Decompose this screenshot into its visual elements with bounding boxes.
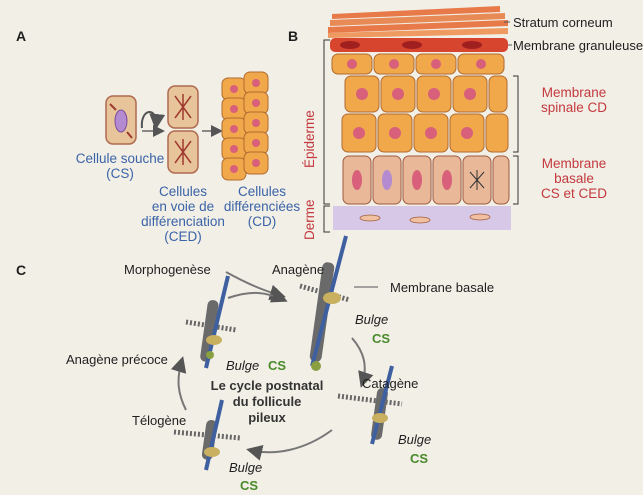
granular-label: Membrane granuleuse (513, 38, 643, 53)
stem-cell-line2: (CS) (106, 166, 134, 181)
anagen-label: Anagène (272, 262, 325, 277)
early-anagen-label: Anagène précoce (66, 352, 168, 367)
panel-a-label: A (16, 28, 27, 44)
arrow-anagen-catagen (351, 337, 374, 388)
basal-bracket (513, 155, 519, 205)
cs-label-early-anagen: CS (268, 358, 287, 373)
basal-line3: CS et CED (540, 186, 608, 201)
follicle-anagen (299, 235, 351, 371)
basal-line1: Membrane (541, 156, 607, 171)
differentiated-cells (221, 71, 269, 181)
spinous-line1: Membrane (541, 85, 607, 100)
stem-cell-line1: Cellule souche (75, 151, 165, 166)
dermis-bracket (323, 205, 330, 233)
follicle-catagen (337, 365, 403, 445)
self-renewal-arrow (140, 111, 166, 130)
stem-cell-label: Cellule souche (CS) (62, 151, 178, 181)
cycle-title-line2: du follicule (232, 394, 302, 409)
differentiating-line2: en voie de (151, 199, 215, 214)
differentiated-line1: Cellules (237, 184, 287, 199)
granular-layer (330, 38, 508, 52)
bulge-label-anagen: Bulge (355, 312, 389, 327)
follicle-early-anagen (185, 275, 237, 369)
basal-membrane-label: Membrane basale (390, 280, 495, 295)
differentiated-cells-label: Cellules différenciées (CD) (212, 184, 312, 229)
dividing-cells (167, 85, 199, 174)
epidermis-label: Épiderme (302, 110, 317, 168)
bulge-label-catagen: Bulge (398, 432, 432, 447)
stem-cell (105, 95, 137, 145)
catagen-label: Catagène (362, 376, 419, 391)
upper-spinous-layer (331, 53, 505, 75)
differentiating-cells-label: Cellules en voie de différenciation (CED… (128, 184, 238, 244)
differentiated-line3: (CD) (247, 214, 277, 229)
bulge-label-early-anagen: Bulge (226, 358, 260, 373)
cs-label-catagen: CS (410, 451, 429, 466)
morphogenesis-label: Morphogenèse (124, 262, 211, 277)
cs-label-anagen: CS (372, 331, 391, 346)
differentiated-line2: différenciées (223, 199, 301, 214)
spinous-line2: spinale CD (540, 100, 608, 115)
panel-c-label: C (16, 262, 27, 278)
dermis (333, 206, 511, 230)
dermis-label: Derme (302, 199, 317, 240)
spinous-layer (341, 75, 509, 153)
spinous-bracket (513, 75, 519, 153)
cs-label-telogen: CS (240, 478, 259, 493)
cycle-title-line1: Le cycle postnatal (210, 378, 324, 393)
stratum-corneum (328, 6, 508, 38)
basal-layer (342, 155, 510, 205)
stratum-corneum-label: Stratum corneum (513, 15, 613, 30)
basal-label: Membrane basale CS et CED (524, 156, 624, 201)
follicle-telogen (173, 399, 241, 471)
basal-line2: basale (554, 171, 594, 186)
differentiating-line3: différenciation (141, 214, 225, 229)
arrow-telogen-early-anagen (170, 356, 187, 411)
telogen-label: Télogène (132, 413, 187, 428)
epidermis-bracket (323, 39, 330, 205)
arrow-catagen-telogen (246, 429, 333, 461)
cycle-title: Le cycle postnatal du follicule pileux (204, 378, 330, 426)
differentiating-line4: (CED) (164, 229, 202, 244)
differentiating-line1: Cellules (158, 184, 208, 199)
spinous-label: Membrane spinale CD (524, 85, 624, 115)
panel-b-label: B (288, 28, 299, 44)
bulge-label-telogen: Bulge (229, 460, 263, 475)
cycle-title-line3: pileux (248, 410, 286, 425)
arrow-early-anagen-anagen (227, 287, 288, 303)
